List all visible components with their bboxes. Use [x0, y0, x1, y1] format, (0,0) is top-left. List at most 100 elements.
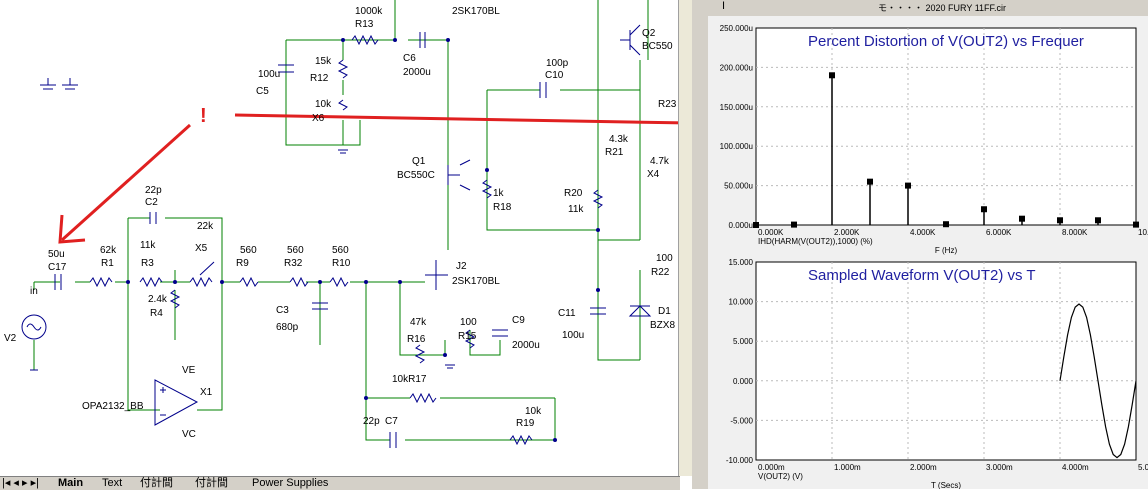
chart-0-xtick: 4.000K	[910, 228, 936, 237]
chart-0-point	[905, 182, 911, 189]
schematic-canvas[interactable]: 1000k R13 2SK170BL Q2 BC550 100u C5 15k …	[0, 0, 690, 489]
chart-0-ytick: 0.000u	[729, 221, 753, 230]
chart-0-ytick: 150.000u	[720, 103, 753, 112]
chart-0-ytick: 50.000u	[724, 182, 753, 191]
label-q2: Q2	[642, 28, 656, 39]
label-r9-value: 560	[240, 245, 257, 256]
chart-1-xtick: 0.000m	[758, 463, 785, 472]
chart-0-point	[829, 72, 835, 79]
label-c10: C10	[545, 70, 564, 81]
chart-0-ytick: 250.000u	[720, 24, 753, 33]
chart-1-xtick: 2.000m	[910, 463, 937, 472]
label-r23: R23	[658, 99, 677, 110]
label-r22-value: 100	[656, 253, 673, 264]
chart-1-title: Sampled Waveform V(OUT2) vs T	[808, 267, 1036, 284]
label-r19: R19	[516, 418, 535, 429]
label-r1: R1	[101, 258, 114, 269]
tab-main[interactable]: Main	[58, 477, 84, 489]
label-x6: X6	[312, 113, 325, 124]
chart-0-xtick: 10.000K	[1138, 228, 1148, 237]
label-c9-value: 2000u	[512, 340, 540, 351]
label-r15-value: 100	[460, 317, 477, 328]
label-r20-value: 11k	[568, 204, 584, 215]
plot-area: 250.000u200.000u150.000u100.000u50.000u0…	[720, 24, 1148, 489]
label-r16: R16	[407, 334, 426, 345]
chart-0-trace-label: IHD(HARM(V(OUT2)),1000) (%)	[758, 237, 873, 246]
label-r10-value: 560	[332, 245, 349, 256]
label-x1: X1	[200, 387, 213, 398]
label-c7: C7	[385, 416, 398, 427]
label-r1-value: 62k	[100, 245, 117, 256]
label-r18: R18	[493, 202, 512, 213]
label-r16-value: 47k	[410, 317, 427, 328]
label-r21-value: 4.3k	[609, 134, 629, 145]
pane-divider[interactable]	[692, 0, 709, 489]
label-c11: C11	[558, 308, 576, 319]
label-r12-value: 15k	[315, 56, 332, 67]
label-r9: R9	[236, 258, 249, 269]
plot-titlebar: I モ・・・・ 2020 FURY 11FF.cir	[708, 0, 1148, 16]
chart-1-xtick: 3.000m	[986, 463, 1013, 472]
chart-0-point	[1095, 217, 1101, 224]
label-in: in	[30, 286, 38, 297]
schematic-vertical-scrollbar[interactable]	[678, 0, 693, 476]
chart-1-xtick: 1.000m	[834, 463, 861, 472]
label-c3: C3	[276, 305, 289, 316]
label-c11-value: 100u	[562, 330, 584, 341]
label-q2-part: BC550	[642, 41, 673, 52]
tab-3[interactable]: 付計間	[140, 477, 173, 489]
chart-0-xtick: 6.000K	[986, 228, 1012, 237]
label-c5-value: 100u	[258, 69, 280, 80]
chart-0-xtick: 2.000K	[834, 228, 860, 237]
label-opa: OPA2132_BB	[82, 401, 144, 412]
chart-0-xlabel: F (Hz)	[935, 246, 958, 255]
label-r3-value: 11k	[140, 240, 156, 251]
chart-0-point	[1019, 215, 1025, 222]
label-r12: R12	[310, 73, 329, 84]
chart-0-point	[1133, 221, 1139, 228]
chart-0-point	[943, 221, 949, 228]
chart-1-xtick: 4.000m	[1062, 463, 1089, 472]
label-r22: R22	[651, 267, 670, 278]
schematic-drawing: 1000k R13 2SK170BL Q2 BC550 100u C5 15k …	[4, 0, 690, 448]
chart-0-point	[791, 221, 797, 228]
chart-1-series-line	[1059, 303, 1137, 459]
label-c17-value: 50u	[48, 249, 65, 260]
chart-0-point	[981, 206, 987, 213]
label-x4: X4	[647, 169, 660, 180]
label-r32: R32	[284, 258, 303, 269]
chart-0-frame	[755, 27, 1137, 226]
chart-0-point	[1057, 217, 1063, 224]
chart-1-trace-label: V(OUT2) (V)	[758, 472, 803, 481]
chart-1-ytick: -10.000	[726, 456, 754, 465]
label-c6: C6	[403, 53, 416, 64]
label-r20: R20	[564, 188, 583, 199]
tab-text[interactable]: Text	[102, 477, 123, 489]
sheet-tabs: |◂ ◂ ▸ ▸| Main Text 付計間 付計間 Power Suppli…	[0, 476, 680, 490]
label-r21: R21	[605, 147, 624, 158]
label-r17: 10kR17	[392, 374, 427, 385]
chart-1-ytick: 0.000	[733, 377, 754, 386]
tab-nav-icon[interactable]: |◂ ◂ ▸ ▸|	[2, 477, 39, 489]
chart-0-ytick: 100.000u	[720, 142, 753, 151]
tab-power-supplies[interactable]: Power Supplies	[252, 477, 329, 489]
label-c6-value: 2000u	[403, 67, 431, 78]
label-r19-value: 10k	[525, 406, 542, 417]
label-x4-value: 4.7k	[650, 156, 670, 167]
label-r13-value: 1000k	[355, 6, 383, 17]
tab-4[interactable]: 付計間	[195, 477, 228, 489]
label-x6-value: 10k	[315, 99, 332, 110]
chart-1-ytick: 5.000	[733, 337, 754, 346]
label-exclamation: !	[200, 105, 207, 127]
label-j2: J2	[456, 261, 467, 272]
label-r18-value: 1k	[493, 188, 505, 199]
label-r4-value: 2.4k	[148, 294, 168, 305]
label-c10-value: 100p	[546, 58, 569, 69]
label-r13: R13	[355, 19, 374, 30]
label-c17: C17	[48, 262, 67, 273]
label-q1: Q1	[412, 156, 426, 167]
chart-0-point	[753, 222, 759, 228]
annotation-arrows	[58, 113, 690, 244]
chart-1-frame	[755, 261, 1137, 461]
